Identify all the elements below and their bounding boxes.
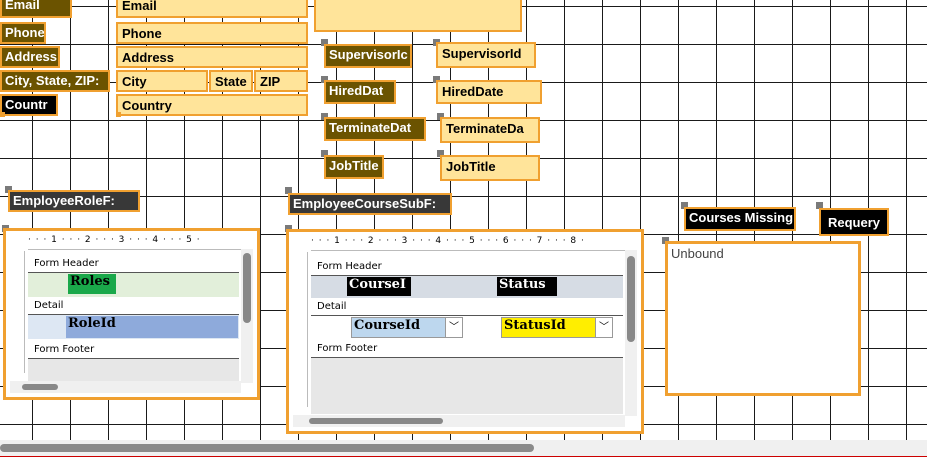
vertical-scroll-thumb[interactable] — [243, 253, 251, 323]
requery-button[interactable]: Requery — [819, 208, 889, 236]
detail-band: CourseId ﹀ StatusId ﹀ — [311, 316, 623, 342]
address-label: Address — [0, 46, 60, 68]
status-id-combo-value: StatusId — [504, 318, 566, 333]
form-header-section[interactable]: Form Header — [28, 255, 239, 273]
course-header-label: CourseI — [347, 277, 411, 296]
role-id-field[interactable]: RoleId — [66, 316, 238, 338]
move-handle[interactable] — [321, 150, 328, 157]
detail-section[interactable]: Detail — [28, 297, 239, 315]
hired-label: HiredDat — [324, 80, 396, 104]
email-field[interactable]: Email — [116, 0, 308, 18]
move-handle[interactable] — [5, 186, 12, 193]
move-handle[interactable] — [437, 113, 444, 120]
terminate-field[interactable]: TerminateDa — [440, 117, 540, 143]
jobtitle-label: JobTitle — [324, 155, 384, 179]
unbound-textbox[interactable]: Unbound — [665, 241, 861, 396]
horizontal-ruler: · · · 1 · · · 2 · · · 3 · · · 4 · · · 5 … — [28, 235, 249, 250]
form-footer-section[interactable]: Form Footer — [28, 341, 239, 359]
detail-section[interactable]: Detail — [311, 298, 623, 316]
form-footer-label: Form Footer — [317, 343, 378, 354]
phone-label: Phone — [0, 22, 46, 44]
horizontal-scroll-thumb[interactable] — [309, 418, 443, 424]
status-bar — [0, 456, 927, 471]
employee-course-subform[interactable]: · · · 1 · · · 2 · · · 3 · · · 4 · · · 5 … — [286, 229, 644, 434]
design-horizontal-scrollbar[interactable] — [0, 440, 927, 456]
country-label: Countr — [0, 94, 58, 116]
move-handle[interactable] — [285, 225, 292, 232]
courses-missing-label: Courses Missing — [684, 207, 796, 231]
supervisor-field[interactable]: SupervisorId — [436, 42, 536, 68]
move-handle[interactable] — [681, 202, 688, 209]
horizontal-scrollbar[interactable] — [293, 415, 625, 427]
form-footer-band — [311, 358, 623, 414]
hired-field[interactable]: HiredDate — [436, 80, 542, 104]
zip-field[interactable]: ZIP — [254, 70, 308, 92]
detail-label: Detail — [317, 301, 347, 312]
vertical-ruler — [10, 251, 25, 373]
horizontal-ruler: · · · 1 · · · 2 · · · 3 · · · 4 · · · 5 … — [311, 236, 633, 251]
city-field[interactable]: City — [116, 70, 208, 92]
form-header-section[interactable]: Form Header — [311, 258, 623, 276]
move-handle[interactable] — [816, 202, 823, 209]
form-header-label: Form Header — [34, 258, 99, 269]
address-field[interactable]: Address — [116, 46, 308, 68]
move-handle[interactable] — [321, 39, 328, 46]
move-handle[interactable] — [433, 76, 440, 83]
course-id-combo-value: CourseId — [354, 318, 421, 333]
horizontal-scroll-thumb[interactable] — [22, 384, 58, 390]
state-field[interactable]: State — [209, 70, 253, 92]
move-handle[interactable] — [321, 76, 328, 83]
vertical-scrollbar[interactable] — [241, 249, 253, 383]
status-header-label: Status — [497, 277, 557, 296]
terminate-label: TerminateDat — [324, 117, 426, 141]
jobtitle-field[interactable]: JobTitle — [440, 155, 540, 181]
form-footer-label: Form Footer — [34, 344, 95, 355]
move-handle[interactable] — [321, 113, 328, 120]
status-id-combo[interactable]: StatusId ﹀ — [501, 317, 613, 338]
chevron-down-icon[interactable]: ﹀ — [595, 318, 612, 337]
form-header-band: CourseI Status — [311, 276, 623, 298]
supervisor-label: SupervisorIc — [324, 44, 412, 68]
form-footer-section[interactable]: Form Footer — [311, 340, 623, 358]
email-label: Email — [0, 0, 72, 18]
design-horizontal-scroll-thumb[interactable] — [0, 444, 534, 452]
vertical-scrollbar[interactable] — [625, 250, 637, 416]
course-id-combo[interactable]: CourseId ﹀ — [351, 317, 463, 338]
form-footer-band — [28, 359, 239, 381]
detail-band: RoleId — [28, 315, 239, 339]
detail-label: Detail — [34, 300, 64, 311]
vertical-scroll-thumb[interactable] — [627, 256, 635, 342]
employee-role-subform-label: EmployeeRoleF: — [8, 190, 140, 212]
roles-label: Roles — [68, 274, 116, 294]
move-handle[interactable] — [437, 150, 444, 157]
move-handle[interactable] — [285, 187, 292, 194]
chevron-down-icon[interactable]: ﹀ — [445, 318, 462, 337]
handle[interactable] — [0, 112, 5, 117]
country-field[interactable]: Country — [116, 94, 308, 116]
vertical-ruler — [293, 252, 308, 407]
form-header-band: Roles — [28, 273, 239, 297]
move-handle[interactable] — [662, 237, 669, 244]
phone-field[interactable]: Phone — [116, 22, 308, 44]
handle[interactable] — [116, 112, 121, 117]
city-state-zip-label: City, State, ZIP: — [0, 70, 110, 92]
form-header-label: Form Header — [317, 261, 382, 272]
horizontal-scrollbar[interactable] — [10, 381, 241, 393]
employee-course-subform-label: EmployeeCourseSubF: — [288, 193, 452, 215]
employee-role-subform[interactable]: · · · 1 · · · 2 · · · 3 · · · 4 · · · 5 … — [3, 228, 260, 400]
top-blank-field[interactable] — [314, 0, 522, 32]
